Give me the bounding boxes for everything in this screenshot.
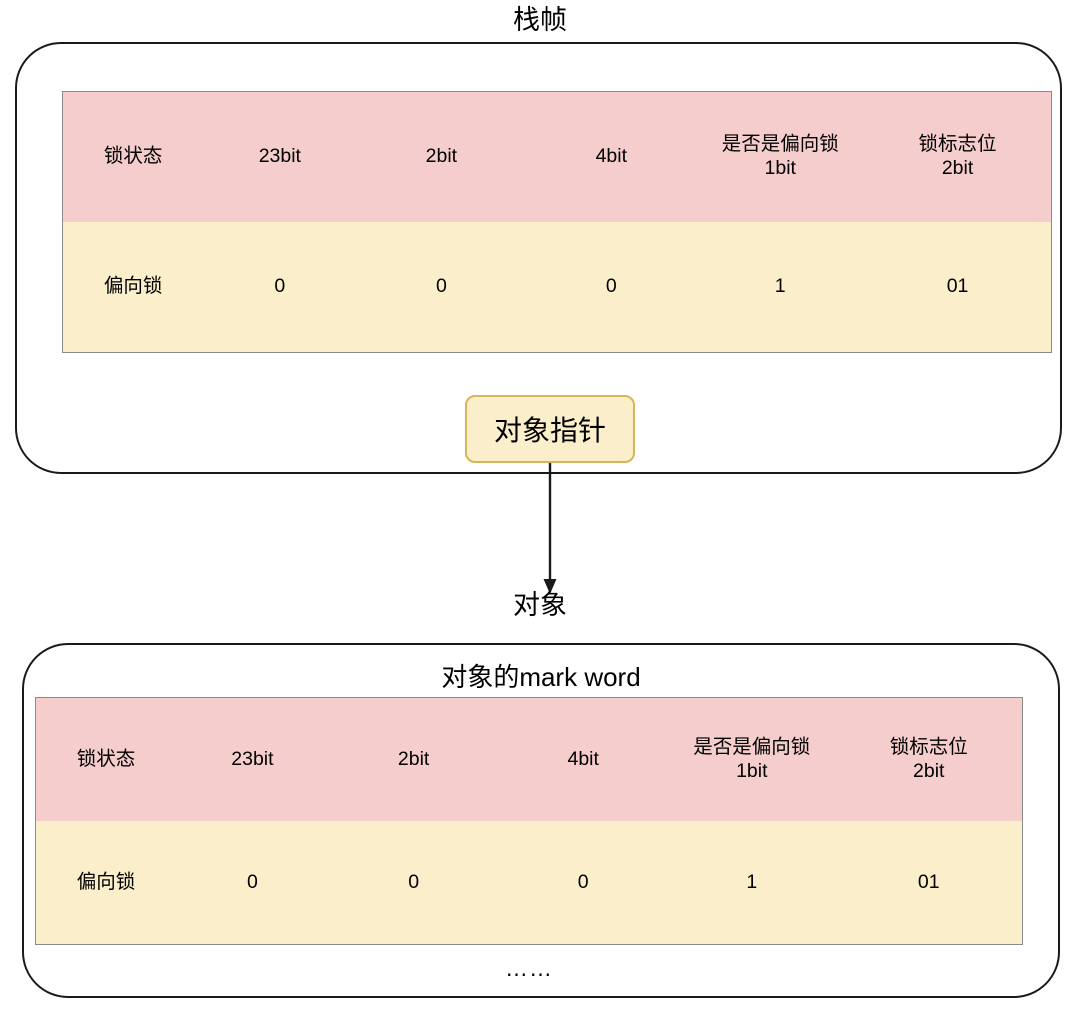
object-title: 对象	[513, 590, 567, 620]
header-cell-lock-flag: 锁标志位 2bit	[889, 735, 968, 782]
table-header-row: 锁状态 23bit 2bit 4bit 是否是偏向锁 1bit 锁标志位 2bi…	[63, 92, 1051, 222]
object-pointer-box[interactable]: 对象指针	[465, 395, 635, 463]
data-cell-4bit: 0	[577, 870, 589, 893]
header-cell-is-biased-lock: 是否是偏向锁 1bit	[693, 735, 811, 782]
pointer-to-object-arrow	[543, 463, 557, 594]
object-mark-word-table: 锁状态 23bit 2bit 4bit 是否是偏向锁 1bit 锁标志位 2bi…	[35, 697, 1023, 945]
header-cell-lock-state: 锁状态	[76, 747, 136, 770]
stack-frame-title: 栈帧	[513, 5, 567, 35]
table-row: 偏向锁 0 0 0 1 01	[63, 222, 1051, 352]
data-cell-23bit: 0	[274, 275, 286, 298]
header-cell-2bit: 2bit	[397, 747, 430, 770]
mark-word-title: 对象的mark word	[441, 662, 641, 692]
data-cell-2bit: 0	[435, 275, 447, 298]
header-cell-4bit: 4bit	[595, 145, 628, 168]
header-cell-lock-state: 锁状态	[103, 145, 163, 168]
data-cell-2bit: 0	[408, 870, 420, 893]
ellipsis-text: ……	[505, 955, 553, 981]
data-cell-lock-state: 偏向锁	[103, 275, 163, 298]
data-cell-is-biased-lock: 1	[774, 275, 786, 298]
header-cell-is-biased-lock: 是否是偏向锁 1bit	[721, 133, 839, 179]
header-cell-23bit: 23bit	[231, 747, 274, 770]
header-cell-lock-flag: 锁标志位 2bit	[918, 133, 997, 179]
table-header-row: 锁状态 23bit 2bit 4bit 是否是偏向锁 1bit 锁标志位 2bi…	[36, 698, 1022, 821]
data-cell-4bit: 0	[605, 275, 617, 298]
data-cell-lock-flag: 01	[946, 275, 969, 298]
table-row: 偏向锁 0 0 0 1 01	[36, 821, 1022, 944]
data-cell-lock-flag: 01	[917, 870, 940, 893]
data-cell-23bit: 0	[246, 870, 258, 893]
header-cell-4bit: 4bit	[567, 747, 599, 770]
data-cell-is-biased-lock: 1	[746, 870, 758, 893]
header-cell-23bit: 23bit	[258, 145, 301, 168]
stack-frame-mark-word-table: 锁状态 23bit 2bit 4bit 是否是偏向锁 1bit 锁标志位 2bi…	[62, 91, 1052, 353]
data-cell-lock-state: 偏向锁	[76, 870, 136, 893]
header-cell-2bit: 2bit	[425, 145, 458, 168]
